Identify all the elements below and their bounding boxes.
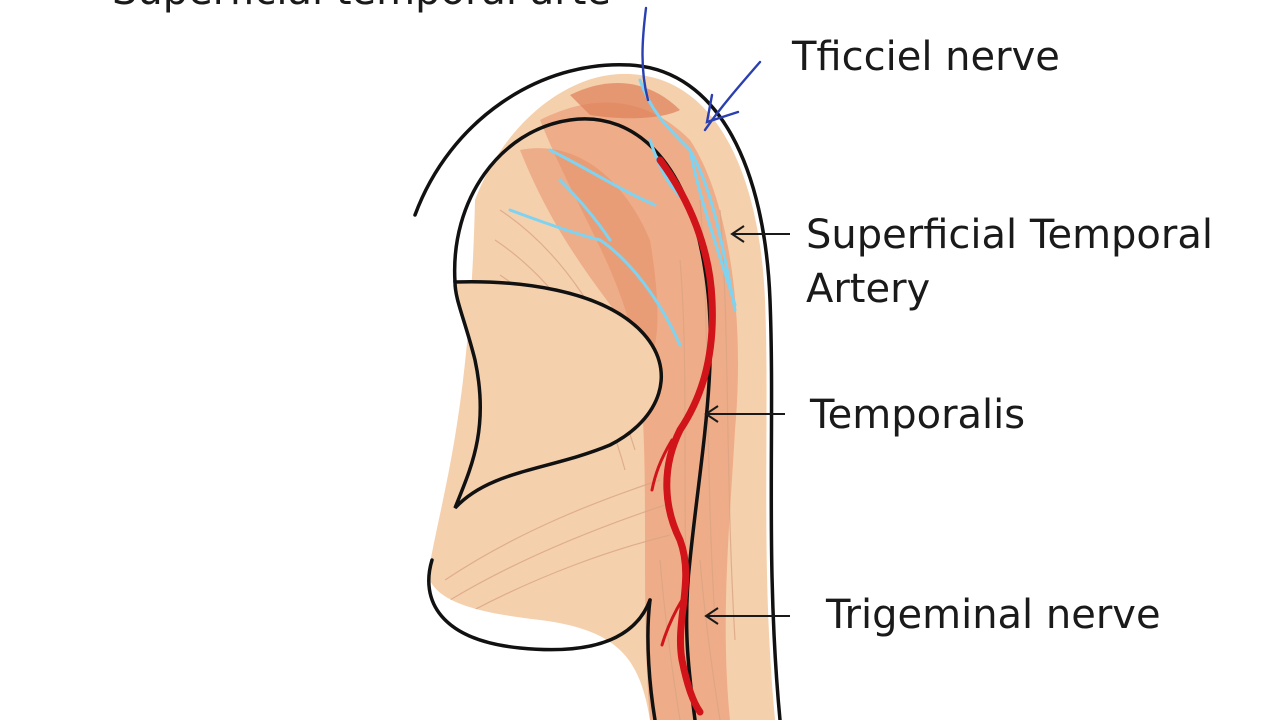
leader-trigeminal (704, 607, 790, 625)
concha (453, 280, 663, 510)
pen-arrow-head (705, 93, 740, 124)
fiber (449, 504, 666, 601)
artery-main (656, 156, 716, 716)
fiber (659, 559, 681, 720)
nerve-branches (508, 78, 737, 347)
pen-stroke-vertical (641, 6, 650, 102)
pen-annotations (641, 6, 762, 132)
lower-edge-outline (646, 598, 657, 720)
fiber (469, 534, 671, 613)
ear-body (413, 63, 782, 720)
artery-branch (660, 598, 684, 647)
helix-outer-outline (413, 63, 782, 720)
label-trigeminal: Trigeminal nerve (825, 592, 1161, 638)
leader-temporalis (704, 405, 785, 423)
label-top-cut: Superficial temporal arte (112, 0, 611, 14)
label-artery-line1: Superficial Temporal (806, 212, 1213, 258)
artery (650, 156, 716, 716)
fiber (699, 559, 721, 720)
label-nerve-top: Tficciel nerve (791, 34, 1060, 80)
leader-lines (704, 225, 790, 625)
nerve-branch (548, 148, 657, 207)
nerve-branch (558, 178, 612, 242)
nerve-branch (688, 148, 737, 307)
leader-artery (730, 225, 790, 243)
fiber (719, 209, 736, 641)
labels: Superficial temporal arte Tficciel nerve… (112, 0, 1213, 638)
artery-branch (650, 438, 674, 492)
lobe-outline (427, 558, 652, 652)
muscle-upper-shade (520, 148, 658, 360)
fiber (444, 479, 661, 581)
label-artery-line2: Artery (806, 266, 930, 312)
pen-arrow-shaft (703, 60, 762, 132)
nerve-branch (508, 208, 682, 347)
label-temporalis: Temporalis (809, 392, 1025, 438)
